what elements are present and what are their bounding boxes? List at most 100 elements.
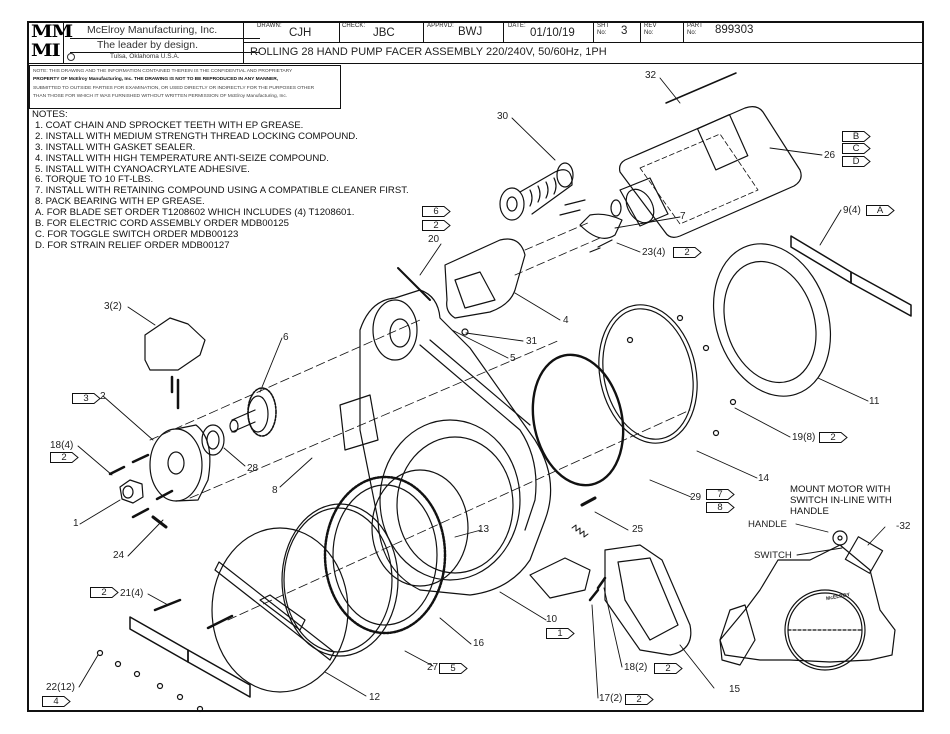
check-value: JBC xyxy=(373,27,395,39)
callout-27: 27 xyxy=(427,662,439,673)
note-item: 4. INSTALL WITH HIGH TEMPERATURE ANTI-SE… xyxy=(35,152,329,164)
part-26-motor xyxy=(610,106,802,238)
callout-31: 31 xyxy=(526,336,538,347)
divider xyxy=(27,63,924,64)
callout-28: 28 xyxy=(247,463,259,474)
callout-16: 16 xyxy=(473,638,485,649)
part-30-grip xyxy=(499,162,574,221)
part-12-facer-plate xyxy=(211,527,349,693)
note-item: 6. TORQUE TO 10 FT-LBS. xyxy=(35,174,154,186)
callout-13: 13 xyxy=(478,524,490,535)
part-18-screws xyxy=(108,453,174,519)
part-13-ring xyxy=(371,469,469,587)
company-slogan: The leader by design. xyxy=(97,39,198,51)
callout-10: 10 xyxy=(546,614,558,625)
callout-14: 14 xyxy=(758,473,770,484)
callout-12: 12 xyxy=(369,692,381,703)
callout-18-2: 18(2) xyxy=(624,662,648,673)
callout-21: 21(4) xyxy=(120,588,144,599)
callout-5: 5 xyxy=(510,353,516,364)
divider xyxy=(243,42,924,43)
callout-24: 24 xyxy=(113,550,125,561)
notice-line: THAN THOSE FOR WHICH IT WAS FURNISHED WI… xyxy=(33,93,288,99)
logo-line-2: MI xyxy=(31,41,61,61)
callout-1: 1 xyxy=(73,518,79,529)
part-9-blade-left xyxy=(129,616,251,698)
drawn-label: DRAWN: xyxy=(257,23,282,29)
part-32-cord xyxy=(665,72,737,104)
notice-line: NOTE: THIS DRAWING AND THE INFORMATION C… xyxy=(33,69,293,74)
assembly-axes xyxy=(149,319,691,621)
leader-lines xyxy=(77,77,886,699)
company-name: McElroy Manufacturing, Inc. xyxy=(87,24,218,36)
inset-handle-label: HANDLE xyxy=(748,519,787,530)
notes-heading: NOTES: xyxy=(32,109,68,120)
callout-3: 3(2) xyxy=(104,301,122,312)
part-27-seal xyxy=(281,503,399,657)
inset-note-line: MOUNT MOTOR WITH xyxy=(790,484,891,495)
drawing-title: ROLLING 28 HAND PUMP FACER ASSEMBLY 220/… xyxy=(250,46,607,58)
callout-23: 23(4) xyxy=(642,247,666,258)
note-item: B. FOR ELECTRIC CORD ASSEMBLY ORDER MDB0… xyxy=(35,218,289,230)
divider xyxy=(640,21,641,42)
callout-22: 22(12) xyxy=(46,682,75,693)
drawing-sheet-border xyxy=(27,21,924,712)
callout-9: 9(4) xyxy=(843,205,861,216)
apprvd-value: BWJ xyxy=(458,26,483,38)
part-label-2: No: xyxy=(687,30,697,36)
rev-label-1: REV xyxy=(644,23,657,29)
part-11-cover xyxy=(712,243,832,397)
note-item: 2. INSTALL WITH MEDIUM STRENGTH THREAD L… xyxy=(35,130,358,142)
part-5-latch xyxy=(529,557,591,599)
part-7-clamp xyxy=(559,199,623,253)
part-17-screw xyxy=(588,588,600,602)
part-14-gasket xyxy=(598,304,698,444)
callout-15: 15 xyxy=(729,684,741,695)
date-value: 01/10/19 xyxy=(530,27,575,39)
sht-label-1: SHT xyxy=(597,23,610,29)
part-10-frame xyxy=(339,289,552,596)
part-31-nut xyxy=(461,328,469,336)
notes-block: NOTES: 1. COAT CHAIN AND SPROCKET TEETH … xyxy=(32,109,409,252)
notice-line: PROPERTY OF McElroy Manufacturing, Inc. … xyxy=(33,77,279,83)
callout-30: 30 xyxy=(497,111,509,122)
inset-note-line: HANDLE xyxy=(790,506,829,517)
notice-line: SUBMITTED TO OUTSIDE PARTIES FOR EXAMINA… xyxy=(33,85,315,91)
callout-8: 8 xyxy=(272,485,278,496)
part-9-blade-right xyxy=(790,235,912,317)
part-22-screws xyxy=(96,649,204,713)
rev-label-2: No: xyxy=(644,30,654,36)
callout-2: 2 xyxy=(100,391,106,402)
note-item: A. FOR BLADE SET ORDER T1208602 WHICH IN… xyxy=(35,207,355,219)
inset-mount-note: MOUNT MOTOR WITH SWITCH IN-LINE WITH HAN… xyxy=(790,484,892,517)
callout-32: 32 xyxy=(645,70,657,81)
confidential-notice: NOTE: THIS DRAWING AND THE INFORMATION C… xyxy=(29,65,341,109)
company-logo: MM MI xyxy=(29,23,73,61)
part-6-sprocket xyxy=(229,387,277,437)
inset-assembled-view xyxy=(719,530,896,671)
callout-29: 29 xyxy=(690,492,702,503)
part-4-housing xyxy=(444,221,601,319)
spring xyxy=(571,524,589,538)
sht-label-2: No: xyxy=(597,30,607,36)
divider xyxy=(63,21,64,63)
check-label: CHECK: xyxy=(342,23,366,29)
date-label: DATE: xyxy=(508,23,526,29)
part-21-bolt xyxy=(153,598,182,612)
divider xyxy=(423,21,424,42)
part-18-screw xyxy=(596,576,607,590)
callout-20: 20 xyxy=(428,234,440,245)
callout-6: 6 xyxy=(283,332,289,343)
registered-mark-icon xyxy=(67,53,75,61)
apprvd-label: APPRVD: xyxy=(427,23,454,29)
divider xyxy=(339,21,340,42)
divider xyxy=(503,21,504,42)
callout-4: 4 xyxy=(563,315,569,326)
callout-18-4: 18(4) xyxy=(50,440,74,451)
note-item: D. FOR STRAIN RELIEF ORDER MDB00127 xyxy=(35,239,230,251)
part-29-oring xyxy=(531,353,625,487)
part-label-1: PART xyxy=(687,23,703,29)
title-block: MM MI McElroy Manufacturing, Inc. The le… xyxy=(27,21,924,64)
callout-26: 26 xyxy=(824,150,836,161)
